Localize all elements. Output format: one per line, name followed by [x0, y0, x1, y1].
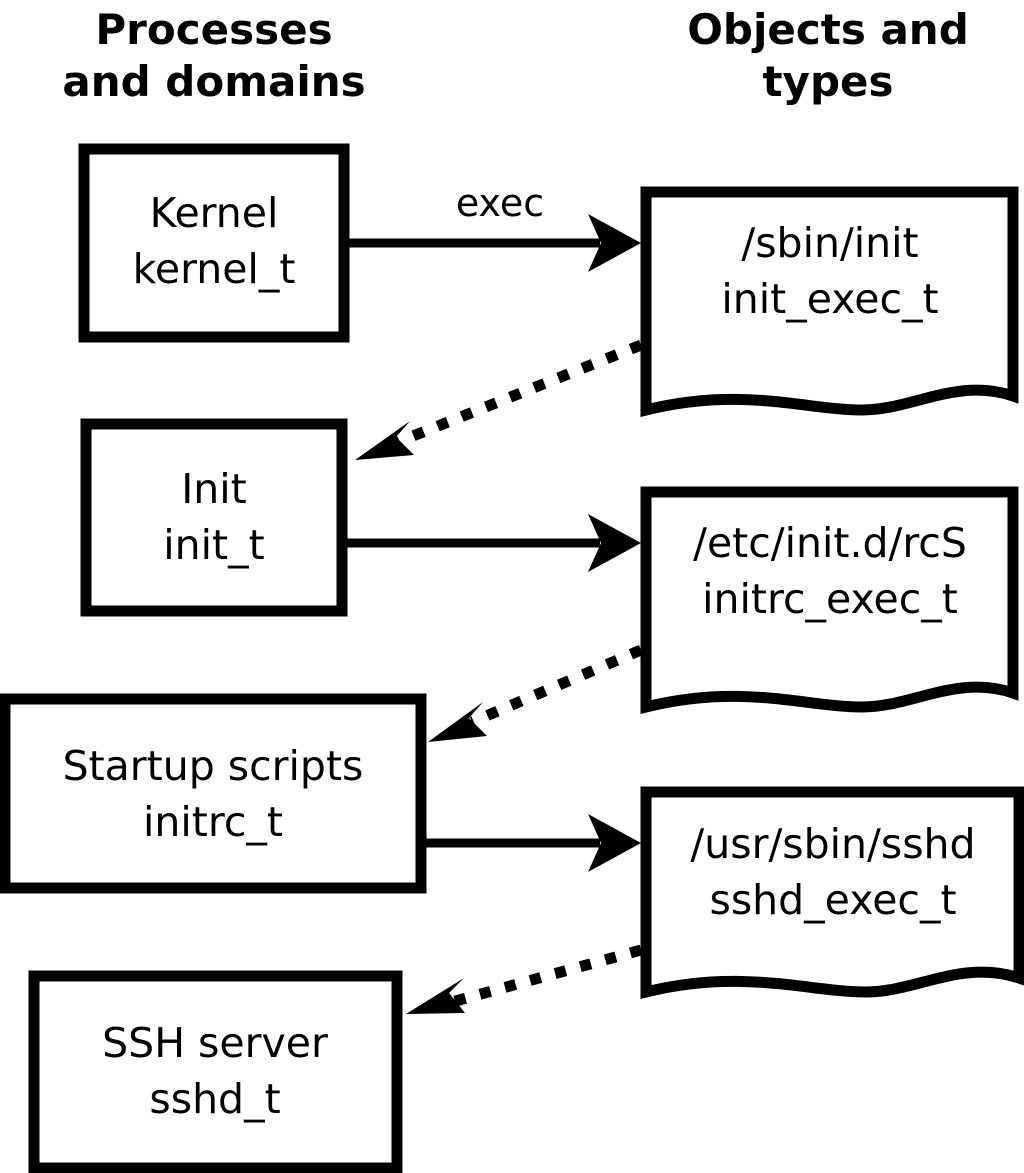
node-etc-initd-rcs-line1: /etc/init.d/rcS — [693, 519, 967, 567]
edge-sshdexec-to-sshd-arrowhead — [406, 978, 465, 1014]
node-usr-sbin-sshd-document-shape[interactable] — [640, 786, 1024, 1000]
node-startup-scripts[interactable]: Startup scripts initrc_t — [0, 693, 427, 894]
node-startup-scripts-line2: initrc_t — [143, 798, 283, 846]
node-kernel-line2: kernel_t — [133, 245, 296, 293]
edge-kernel-exec-init-arrowhead — [588, 214, 641, 272]
node-ssh-server-box[interactable] — [28, 970, 403, 1173]
column-header-processes: Processes and domains — [62, 5, 365, 106]
edge-init-exec-initrc — [342, 514, 641, 572]
node-ssh-server-line1: SSH server — [102, 1019, 328, 1067]
edge-sshdexec-to-sshd-line — [450, 944, 643, 1008]
node-init-line1: Init — [181, 465, 247, 513]
node-usr-sbin-sshd[interactable]: /usr/sbin/sshd sshd_exec_t — [640, 786, 1024, 1000]
node-startup-scripts-box[interactable] — [0, 693, 427, 894]
column-header-processes-line2: and domains — [62, 57, 365, 106]
node-init[interactable]: Init init_t — [80, 418, 348, 617]
node-sbin-init-line1: /sbin/init — [741, 219, 918, 267]
edge-label-exec: exec — [456, 181, 544, 225]
node-sbin-init-line2: init_exec_t — [721, 275, 938, 323]
node-sbin-init-document-shape[interactable] — [640, 186, 1019, 418]
node-sbin-init[interactable]: /sbin/init init_exec_t — [640, 186, 1019, 418]
edge-initexec-to-init-arrowhead — [355, 421, 414, 460]
edge-initexec-to-init — [355, 339, 644, 460]
node-kernel-box[interactable] — [78, 143, 350, 343]
node-usr-sbin-sshd-line1: /usr/sbin/sshd — [690, 820, 975, 868]
edge-initrcexec-to-initrc-arrowhead — [428, 702, 487, 742]
column-header-processes-line1: Processes — [95, 5, 332, 54]
edge-init-exec-initrc-arrowhead — [588, 514, 641, 572]
column-header-objects-line1: Objects and — [687, 5, 969, 54]
edge-sshdexec-to-sshd — [406, 944, 643, 1014]
edge-initrcexec-to-initrc-line — [469, 644, 644, 728]
edge-kernel-exec-init: exec — [344, 181, 641, 272]
column-header-objects-line2: types — [762, 57, 893, 106]
edge-initrc-exec-sshd-arrowhead — [588, 814, 641, 872]
edge-initrcexec-to-initrc — [428, 644, 644, 742]
node-ssh-server-line2: sshd_t — [149, 1075, 280, 1123]
node-etc-initd-rcs[interactable]: /etc/init.d/rcS initrc_exec_t — [640, 486, 1019, 715]
node-kernel-line1: Kernel — [150, 189, 279, 237]
node-usr-sbin-sshd-line2: sshd_exec_t — [709, 876, 956, 924]
node-ssh-server[interactable]: SSH server sshd_t — [28, 970, 403, 1173]
node-etc-initd-rcs-document-shape[interactable] — [640, 486, 1019, 715]
column-header-objects: Objects and types — [687, 5, 969, 106]
node-startup-scripts-line1: Startup scripts — [63, 742, 364, 790]
node-etc-initd-rcs-line2: initrc_exec_t — [702, 575, 958, 623]
edge-initrc-exec-sshd — [421, 814, 641, 872]
node-init-box[interactable] — [80, 418, 348, 617]
node-kernel[interactable]: Kernel kernel_t — [78, 143, 350, 343]
node-init-line2: init_t — [163, 521, 264, 569]
edge-initexec-to-init-line — [395, 339, 644, 448]
